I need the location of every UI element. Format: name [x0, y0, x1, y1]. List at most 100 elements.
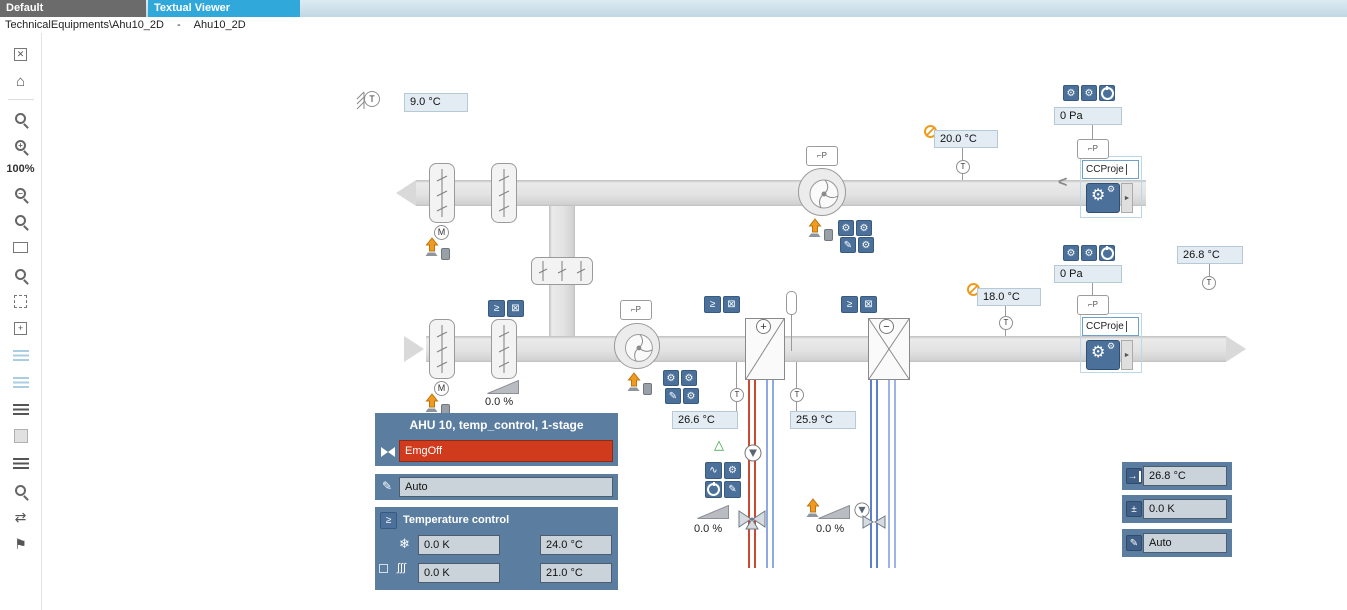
after-cooling-temp-reading[interactable]: 25.9 °C [790, 411, 856, 429]
expand-icon[interactable]: + [12, 319, 30, 337]
heating-valve-position-value: 0.0 % [694, 523, 723, 535]
sequence-button[interactable]: ≥ [380, 512, 397, 529]
after-heating-temp-reading[interactable]: 26.6 °C [672, 411, 738, 429]
swap-view-icon[interactable]: ⇄ [12, 508, 30, 526]
dp-sensor-supply[interactable]: ⌐P [1077, 295, 1109, 315]
temp-sensor[interactable]: T [1202, 276, 1216, 290]
fan-config-button[interactable]: ⚙ [838, 220, 854, 236]
fan-edit-button[interactable]: ✎ [665, 388, 681, 404]
program-button[interactable]: ⊠ [507, 300, 524, 317]
flag-icon[interactable]: ⚑ [12, 535, 30, 553]
pressure-config-button[interactable]: ⚙ [1081, 245, 1097, 261]
extract-damper-1[interactable] [429, 163, 455, 223]
supply-pressure-reading[interactable]: 0 Pa [1054, 265, 1122, 283]
supply-air-temp-reading[interactable]: 18.0 °C [977, 288, 1041, 306]
sequence-button[interactable]: ≥ [488, 300, 505, 317]
program-button[interactable]: ⊠ [860, 296, 877, 313]
gear-icon: ⚙ [1084, 247, 1094, 259]
cc-expand-strip-top[interactable]: ► [1121, 183, 1133, 213]
emergency-status-field[interactable]: EmgOff [399, 440, 613, 462]
temp-sensor[interactable]: T [730, 388, 744, 402]
dp-sensor-extract-fan[interactable]: ⌐P [806, 146, 838, 166]
extract-pressure-reading[interactable]: 0 Pa [1054, 107, 1122, 125]
room-offset-field[interactable]: 0.0 K [1143, 499, 1227, 519]
breadcrumb-path[interactable]: TechnicalEquipments\Ahu10_2D [5, 19, 164, 31]
temp-sensor[interactable]: T [790, 388, 804, 402]
pump-power-button[interactable] [705, 481, 722, 498]
temp-sensor[interactable]: T [956, 160, 970, 174]
temp-sensor[interactable]: T [999, 316, 1013, 330]
cooling-setpoint-field[interactable]: 24.0 °C [540, 535, 612, 555]
sequence-button[interactable]: ≥ [704, 296, 721, 313]
pressure-config-button[interactable]: ⚙ [1063, 85, 1079, 101]
pump-config-button[interactable]: ⚙ [724, 462, 741, 479]
pump-edit-button[interactable]: ✎ [724, 481, 741, 498]
heating-setpoint-field[interactable]: 21.0 °C [540, 563, 612, 583]
damper-motor-top[interactable]: M [434, 225, 449, 240]
zoom-in-icon[interactable]: + [12, 136, 30, 154]
cooling-valve[interactable] [862, 514, 886, 530]
fan-config-button[interactable]: ⚙ [856, 220, 872, 236]
heating-valve[interactable] [738, 508, 766, 530]
list-icon[interactable] [12, 400, 30, 418]
cc-project-field-top[interactable]: CCProje [1082, 160, 1139, 179]
pressure-config-button[interactable]: ⚙ [1081, 85, 1097, 101]
cc-project-field-bottom[interactable]: CCProje [1082, 317, 1139, 336]
fan-config-button[interactable]: ⚙ [681, 370, 697, 386]
cc-settings-button-bottom[interactable]: ⚙ ⚙ [1086, 340, 1120, 370]
outside-air-temp-reading[interactable]: 9.0 °C [404, 93, 468, 112]
room-mode-field[interactable]: Auto [1143, 533, 1227, 553]
cc-settings-button-top[interactable]: ⚙ ⚙ [1086, 183, 1120, 213]
marquee-select-icon[interactable] [12, 238, 30, 256]
recirculation-damper[interactable] [531, 257, 593, 285]
home-icon[interactable]: ⌂ [12, 72, 30, 90]
fan-edit-button[interactable]: ✎ [840, 237, 856, 253]
extract-fan[interactable] [797, 167, 847, 217]
list-alt-icon[interactable] [12, 454, 30, 472]
extract-damper-2[interactable] [491, 163, 517, 223]
pan-region-icon[interactable] [12, 292, 30, 310]
duct-probe[interactable] [786, 291, 797, 315]
breadcrumb-separator: - [177, 19, 181, 31]
extract-air-temp-reading[interactable]: 20.0 °C [934, 130, 998, 148]
dp-sensor-extract[interactable]: ⌐P [1077, 139, 1109, 159]
left-toolbar: ✕ ⌂ + 100% − + ⇄ ⚑ [0, 33, 42, 610]
fan-config-button[interactable]: ⚙ [683, 388, 699, 404]
zoom-selection-icon[interactable] [12, 265, 30, 283]
cc-expand-strip-bottom[interactable]: ► [1121, 340, 1133, 370]
zoom-window-icon[interactable] [12, 211, 30, 229]
room-temp-reading[interactable]: 26.8 °C [1177, 246, 1243, 264]
swap-glyph: ⇄ [14, 508, 27, 525]
zoom-out-icon[interactable]: − [12, 184, 30, 202]
cooling-deadband-field[interactable]: 0.0 K [418, 535, 500, 555]
export-icon[interactable]: ✕ [12, 45, 30, 63]
tab-default[interactable]: Default [0, 0, 146, 17]
room-temp-field[interactable]: 26.8 °C [1143, 466, 1227, 486]
cooling-coil-minus-icon: − [879, 319, 894, 334]
pressure-config-button[interactable]: ⚙ [1063, 245, 1079, 261]
power-button[interactable] [1099, 245, 1115, 261]
search-icon[interactable] [12, 109, 30, 127]
tab-textual-viewer[interactable]: Textual Viewer [148, 0, 300, 17]
cooling-valve-ramp [818, 505, 850, 519]
power-button[interactable] [1099, 85, 1115, 101]
supply-fan[interactable] [613, 322, 661, 370]
frame-icon[interactable] [12, 427, 30, 445]
layers-alt-icon[interactable] [12, 373, 30, 391]
program-button[interactable]: ⊠ [723, 296, 740, 313]
sequence-button[interactable]: ≥ [841, 296, 858, 313]
operation-mode-field[interactable]: Auto [399, 477, 613, 497]
heating-deadband-field[interactable]: 0.0 K [418, 563, 500, 583]
supply-damper[interactable] [491, 319, 517, 379]
fan-config-button[interactable]: ⚙ [858, 237, 874, 253]
damper-motor-bottom[interactable]: M [434, 381, 449, 396]
dp-sensor-supply-fan[interactable]: ⌐P [620, 300, 652, 320]
find-in-view-icon[interactable] [12, 481, 30, 499]
plus-box-glyph: + [14, 321, 27, 335]
outside-air-damper[interactable] [429, 319, 455, 379]
heating-pump[interactable] [744, 444, 762, 462]
pump-pulse-button[interactable]: ∿ [705, 462, 722, 479]
layers-icon[interactable] [12, 346, 30, 364]
outside-temp-sensor[interactable]: T [364, 91, 380, 107]
fan-config-button[interactable]: ⚙ [663, 370, 679, 386]
